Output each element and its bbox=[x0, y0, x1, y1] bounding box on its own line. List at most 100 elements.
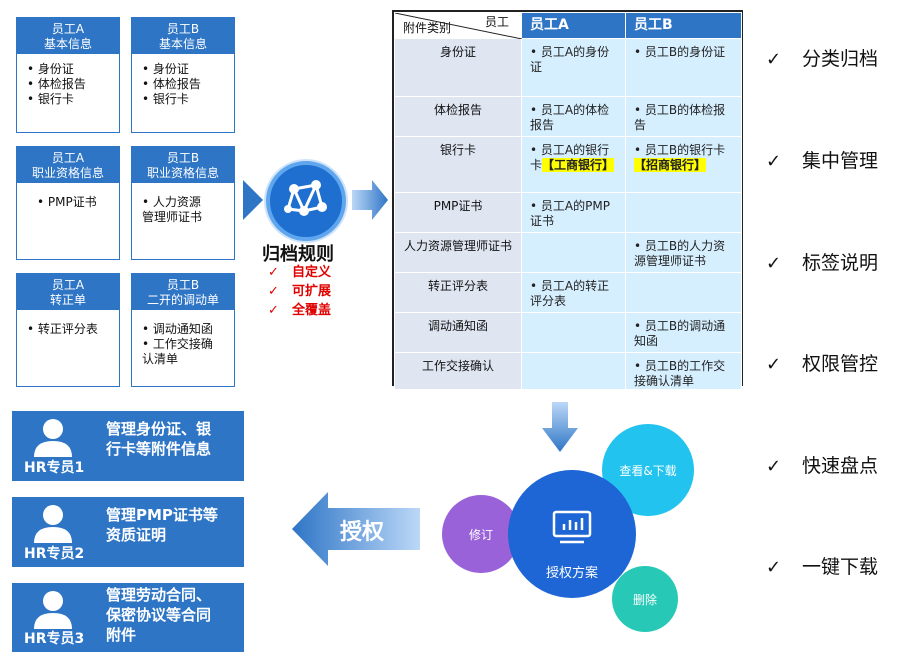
rule-item: ✓全覆盖 bbox=[268, 301, 331, 320]
list-item: • 体检报告 bbox=[142, 77, 201, 91]
list-item: • PMP证书 bbox=[37, 195, 97, 209]
feature-label: 一键下载 bbox=[802, 556, 879, 578]
flow-arrow-icon bbox=[352, 180, 388, 220]
grant-label: 授权 bbox=[340, 520, 385, 545]
card-subtitle: 转正单 bbox=[49, 293, 86, 307]
hr-name: HR专员2 bbox=[24, 546, 85, 562]
bubble-grant-plan: 授权方案 bbox=[508, 470, 636, 598]
column-header-a: 员工A bbox=[521, 12, 626, 39]
bubble-delete: 删除 bbox=[612, 566, 678, 632]
check-icon: ✓ bbox=[268, 284, 279, 299]
bubble-edit: 修订 bbox=[442, 495, 520, 573]
column-header-b: 员工B bbox=[625, 12, 742, 39]
card-header: 员工B 二开的调动单 bbox=[132, 274, 234, 310]
hr-specialist-1: HR专员1 管理身份证、银 行卡等附件信息 bbox=[12, 411, 244, 481]
person-icon bbox=[34, 591, 72, 629]
list-item: • 身份证 bbox=[142, 62, 189, 76]
list-item: • 银行卡 bbox=[27, 92, 74, 106]
cell-employee-b: • 员工B的工作交接确认清单 bbox=[625, 352, 742, 390]
card-header: 员工A 基本信息 bbox=[17, 18, 119, 54]
category-cell: 人力资源管理师证书 bbox=[394, 232, 522, 273]
table-row: 体检报告 • 员工A的体检报告 • 员工B的体检报告 bbox=[394, 96, 742, 137]
card-title: 员工A bbox=[51, 22, 85, 36]
card-subtitle: 基本信息 bbox=[43, 37, 92, 51]
flow-arrow-icon bbox=[243, 180, 263, 220]
list-item: • 体检报告 bbox=[27, 77, 86, 91]
cell-employee-a bbox=[521, 232, 626, 273]
hr-description: 管理劳动合同、 保密协议等合同 附件 bbox=[106, 585, 211, 645]
check-icon: ✓ bbox=[766, 49, 782, 70]
bubble-label: 修订 bbox=[468, 528, 493, 542]
hr-description-line: 管理劳动合同、 bbox=[106, 586, 212, 604]
hr-name: HR专员3 bbox=[24, 631, 85, 647]
card-employee-a-regularization: 员工A 转正单 • 转正评分表 bbox=[16, 273, 120, 387]
cell-text: • 员工A的银行卡 bbox=[530, 143, 610, 172]
feature-item: ✓ 一键下载 bbox=[766, 552, 878, 579]
card-employee-a-qualification: 员工A 职业资格信息 • PMP证书 bbox=[16, 146, 120, 260]
cell-employee-b: • 员工B的调动通知函 bbox=[625, 312, 742, 353]
hr-specialist-2: HR专员2 管理PMP证书等 资质证明 bbox=[12, 497, 244, 567]
feature-item: ✓标签说明 bbox=[766, 248, 878, 275]
card-title: 员工A bbox=[51, 278, 85, 292]
feature-item: ✓集中管理 bbox=[766, 146, 878, 173]
person-icon bbox=[34, 419, 72, 457]
cell-employee-a: • 员工A的银行卡【工商银行】 bbox=[521, 136, 626, 193]
feature-item: ✓快速盘点 bbox=[766, 451, 878, 478]
card-employee-a-basic: 员工A 基本信息 • 身份证 • 体检报告 • 银行卡 bbox=[16, 17, 120, 133]
attachment-table: 员工 附件类别 员工A 员工B 身份证 • 员工A的身份证 • 员工B的身份证 … bbox=[392, 10, 743, 390]
table-header-row: 员工 附件类别 员工A 员工B bbox=[394, 12, 742, 39]
card-header: 员工A 转正单 bbox=[17, 274, 119, 310]
check-icon: ✓ bbox=[268, 265, 279, 280]
card-title: 员工B bbox=[166, 278, 200, 292]
cell-employee-b bbox=[625, 192, 742, 233]
list-item: • 工作交接确 bbox=[142, 337, 213, 351]
category-cell: 工作交接确认 bbox=[394, 352, 522, 390]
person-icon bbox=[34, 505, 72, 543]
cell-employee-a bbox=[521, 352, 626, 390]
rule-list: ✓自定义 ✓可扩展 ✓全覆盖 bbox=[268, 263, 331, 320]
table-row: 调动通知函 • 员工B的调动通知函 bbox=[394, 312, 742, 353]
card-subtitle: 职业资格信息 bbox=[31, 166, 104, 180]
card-employee-b-qualification: 员工B 职业资格信息 • 人力资源 管理师证书 bbox=[131, 146, 235, 260]
bubble-label: 查看&下载 bbox=[619, 464, 677, 478]
table-corner-cell: 员工 附件类别 bbox=[394, 12, 522, 39]
rule-item: ✓ 可扩展 bbox=[268, 282, 331, 301]
bubble-label: 删除 bbox=[632, 593, 657, 607]
check-icon: ✓ bbox=[766, 253, 782, 274]
card-subtitle: 基本信息 bbox=[158, 37, 207, 51]
bubble-label: 授权方案 bbox=[545, 566, 598, 581]
hr-description-line: 管理PMP证书等 bbox=[106, 506, 218, 524]
check-icon: ✓ bbox=[268, 303, 279, 318]
card-header: 员工B 基本信息 bbox=[132, 18, 234, 54]
table-row: 转正评分表 • 员工A的转正评分表 bbox=[394, 272, 742, 313]
category-cell: PMP证书 bbox=[394, 192, 522, 233]
card-header: 员工B 职业资格信息 bbox=[132, 147, 234, 183]
card-subtitle: 二开的调动单 bbox=[146, 293, 219, 307]
card-title: 员工A bbox=[51, 151, 85, 165]
list-item: 管理师证书 bbox=[142, 210, 203, 224]
cell-employee-b: • 员工B的体检报告 bbox=[625, 96, 742, 137]
cell-employee-a: • 员工A的体检报告 bbox=[521, 96, 626, 137]
corner-label-employee: 员工 bbox=[484, 15, 509, 29]
table-row: 身份证 • 员工A的身份证 • 员工B的身份证 bbox=[394, 38, 742, 97]
card-header: 员工A 职业资格信息 bbox=[17, 147, 119, 183]
list-item: • 人力资源 bbox=[142, 195, 201, 209]
category-cell: 转正评分表 bbox=[394, 272, 522, 313]
hr-specialist-3: HR专员3 管理劳动合同、 保密协议等合同 附件 bbox=[12, 583, 244, 652]
check-icon: ✓ bbox=[766, 557, 782, 578]
hr-name: HR专员1 bbox=[24, 460, 85, 476]
feature-label: 集中管理 bbox=[802, 150, 879, 172]
hr-description-line: 资质证明 bbox=[106, 526, 167, 544]
hr-description-line: 保密协议等合同 bbox=[106, 606, 212, 624]
hr-description: 管理PMP证书等 资质证明 bbox=[106, 505, 218, 545]
bank-tag: 【工商银行】 bbox=[542, 158, 615, 172]
cell-employee-a: • 员工A的PMP证书 bbox=[521, 192, 626, 233]
cell-employee-a bbox=[521, 312, 626, 353]
table-row: PMP证书 • 员工A的PMP证书 bbox=[394, 192, 742, 233]
rule-item-label: 可扩展 bbox=[292, 284, 332, 299]
list-item: • 转正评分表 bbox=[27, 322, 98, 336]
table-row: 银行卡 • 员工A的银行卡【工商银行】 • 员工B的银行卡【招商银行】 bbox=[394, 136, 742, 193]
cell-employee-a: • 员工A的转正评分表 bbox=[521, 272, 626, 313]
hr-description-line: 附件 bbox=[106, 626, 137, 644]
table-row: 人力资源管理师证书 • 员工B的人力资源管理师证书 bbox=[394, 232, 742, 273]
